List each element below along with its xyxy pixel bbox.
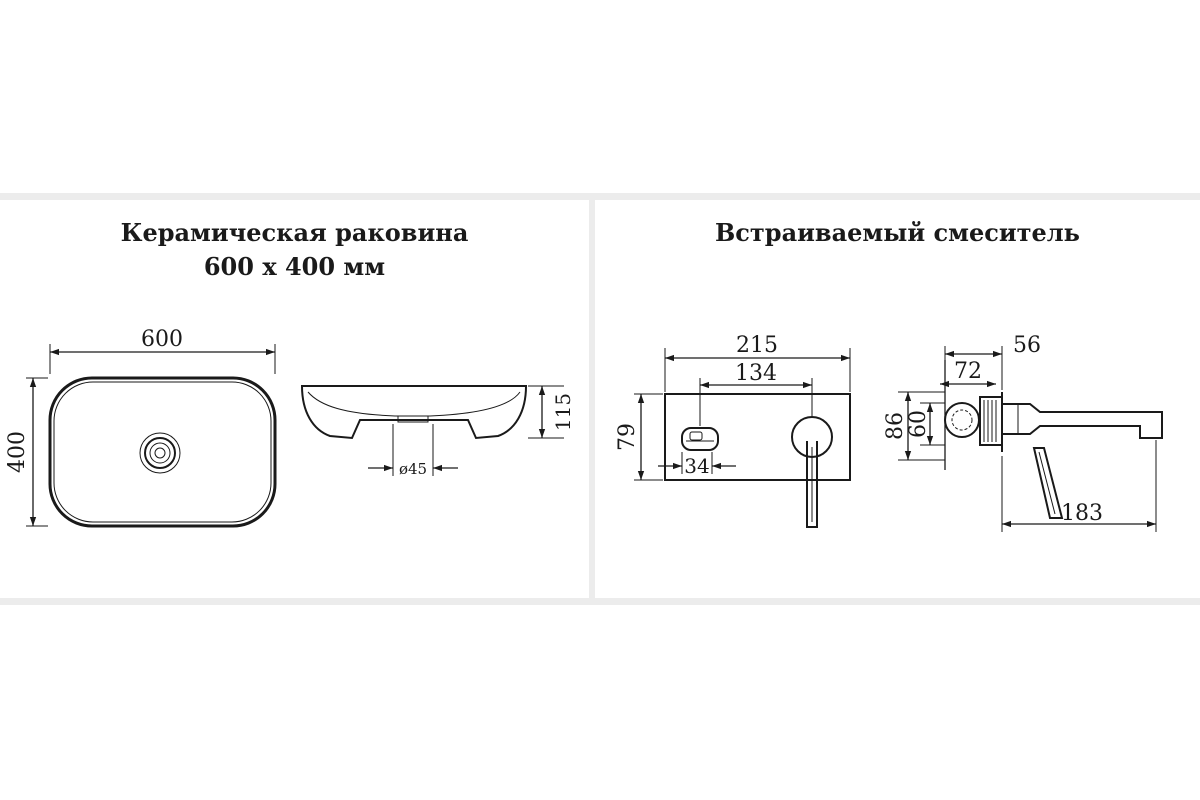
drain-diameter-dimension: ø45 bbox=[368, 424, 458, 478]
flange-outer-dimension: 86 bbox=[883, 391, 945, 461]
depth-total-label: 56 bbox=[1013, 333, 1041, 358]
sink-panel: Керамическая раковина 600 x 400 мм bbox=[0, 200, 589, 598]
logo-width-label: 34 bbox=[684, 454, 709, 478]
handle-span-label: 134 bbox=[735, 361, 777, 386]
handle-icon bbox=[791, 416, 833, 528]
plate-height-dimension: 79 bbox=[615, 393, 663, 481]
spout-icon bbox=[1002, 403, 1163, 439]
drain-diameter-label: ø45 bbox=[399, 460, 427, 478]
faucet-side-view bbox=[944, 360, 1163, 519]
sink-outline bbox=[48, 376, 277, 528]
depth-body-label: 72 bbox=[954, 359, 982, 384]
flange-outer-label: 86 bbox=[883, 412, 908, 440]
sink-inner-rim bbox=[53, 381, 272, 523]
drain-icon bbox=[139, 432, 181, 474]
handle-span-dimension: 134 bbox=[699, 361, 813, 426]
faucet-front-view bbox=[664, 393, 851, 528]
depth-body-dimension: 72 bbox=[940, 359, 996, 388]
sink-depth-dimension: 115 bbox=[528, 385, 575, 439]
sink-width-dimension: 600 bbox=[49, 327, 276, 374]
valve-body-icon bbox=[944, 402, 980, 438]
sink-side-bowl-line bbox=[307, 391, 521, 417]
spout-length-label: 183 bbox=[1061, 501, 1103, 526]
sink-title-line1: Керамическая раковина bbox=[120, 218, 469, 247]
faucet-title: Встраиваемый смеситель bbox=[715, 218, 1080, 247]
sink-height-label: 400 bbox=[5, 431, 30, 473]
plate-height-label: 79 bbox=[615, 423, 640, 451]
sink-depth-label: 115 bbox=[551, 393, 575, 431]
flange-icon bbox=[979, 392, 1003, 452]
sink-title-line2: 600 x 400 мм bbox=[203, 252, 386, 281]
sink-width-label: 600 bbox=[141, 327, 183, 352]
plate-width-dimension: 215 bbox=[664, 333, 851, 392]
sink-side-outline bbox=[300, 385, 528, 440]
logo-icon bbox=[681, 427, 719, 451]
logo-width-dimension: 34 bbox=[658, 452, 736, 478]
depth-total-dimension: 56 bbox=[944, 333, 1041, 390]
faucet-plate bbox=[664, 393, 851, 481]
flange-inner-dimension: 60 bbox=[906, 402, 945, 446]
sink-title: Керамическая раковина 600 x 400 мм bbox=[0, 216, 589, 284]
faucet-panel: Встраиваемый смеситель bbox=[595, 200, 1200, 598]
flange-inner-label: 60 bbox=[906, 410, 931, 438]
sink-height-dimension: 400 bbox=[5, 377, 48, 527]
lever-icon bbox=[1032, 447, 1064, 519]
sink-side-view bbox=[300, 385, 528, 440]
sink-top-view bbox=[48, 376, 277, 528]
spout-length-dimension: 183 bbox=[1001, 440, 1157, 532]
plate-width-label: 215 bbox=[736, 333, 778, 358]
